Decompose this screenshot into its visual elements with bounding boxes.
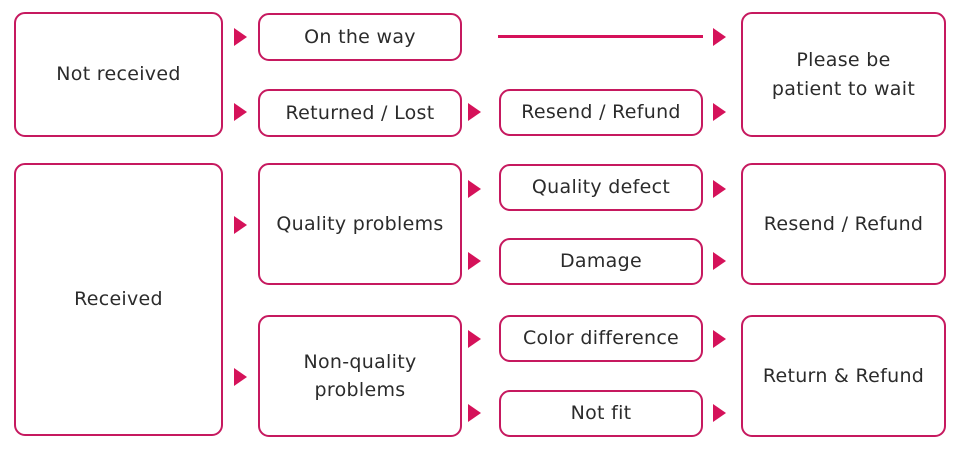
node-damage: Damage xyxy=(499,238,703,285)
arrow-right-icon xyxy=(468,330,481,348)
arrow-right-icon xyxy=(234,28,247,46)
node-not-fit: Not fit xyxy=(499,390,703,437)
node-returned-lost: Returned / Lost xyxy=(258,89,462,137)
arrow-right-icon xyxy=(713,28,726,46)
arrow-right-icon xyxy=(468,103,481,121)
node-please-be-patient: Please be patient to wait xyxy=(741,12,946,137)
arrow-right-icon xyxy=(234,216,247,234)
node-return-and-refund: Return & Refund xyxy=(741,315,946,437)
arrow-right-icon xyxy=(713,103,726,121)
node-not-received: Not received xyxy=(14,12,223,137)
node-quality-problems: Quality problems xyxy=(258,163,462,285)
arrow-right-icon xyxy=(234,368,247,386)
node-resend-refund-mid: Resend / Refund xyxy=(741,163,946,285)
arrow-right-icon xyxy=(713,252,726,270)
node-quality-defect: Quality defect xyxy=(499,164,703,211)
node-resend-refund-top: Resend / Refund xyxy=(499,89,703,136)
arrow-right-icon xyxy=(713,404,726,422)
arrow-right-icon xyxy=(468,180,481,198)
node-received: Received xyxy=(14,163,223,436)
node-non-quality-problems: Non-quality problems xyxy=(258,315,462,437)
node-color-difference: Color difference xyxy=(499,315,703,362)
arrow-right-icon xyxy=(468,404,481,422)
arrow-right-icon xyxy=(713,330,726,348)
node-on-the-way: On the way xyxy=(258,13,462,61)
arrow-right-icon xyxy=(713,180,726,198)
connector-line-on-the-way-to-wait xyxy=(498,35,703,38)
arrow-right-icon xyxy=(468,252,481,270)
arrow-right-icon xyxy=(234,103,247,121)
